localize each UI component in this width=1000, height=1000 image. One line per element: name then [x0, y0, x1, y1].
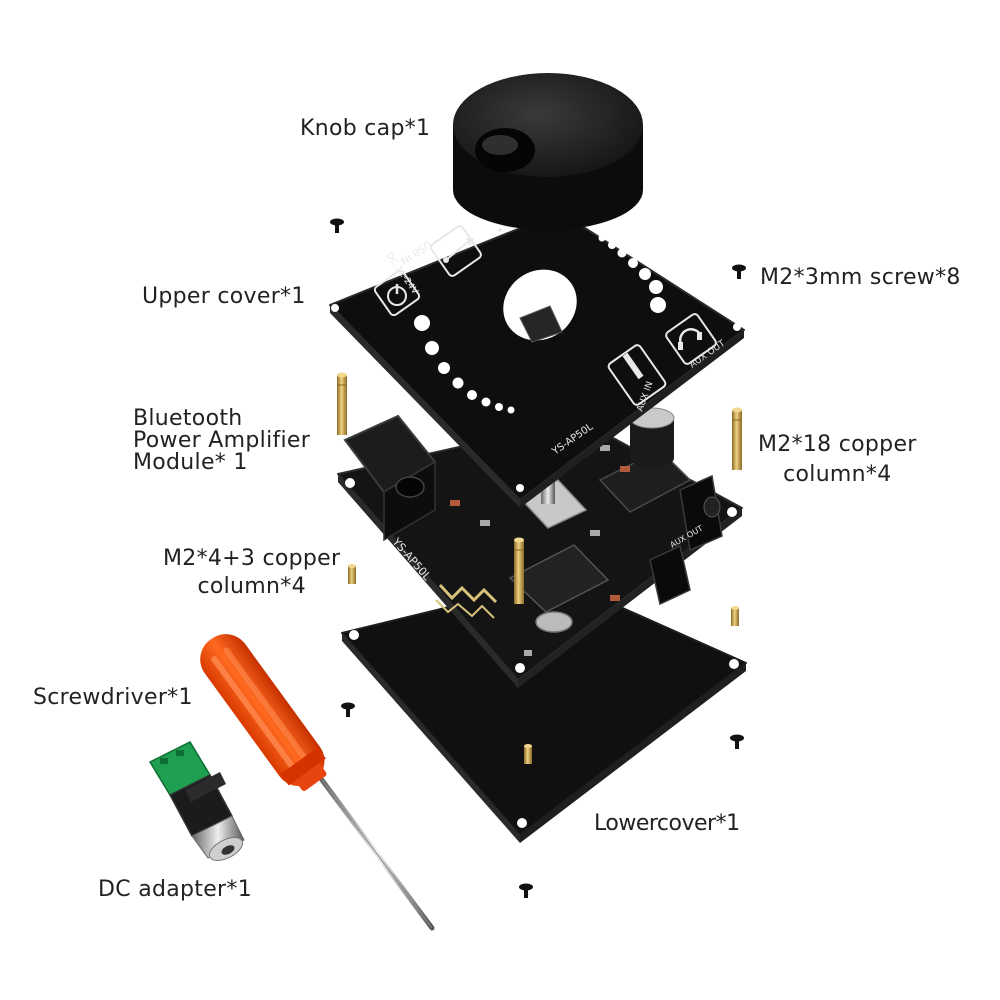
copper-column-long-3 [514, 537, 524, 604]
label-copper-column-4-3: M2*4+3 copper column*4 [163, 546, 341, 599]
copper-column-long-1 [337, 372, 347, 435]
label-dc-adapter: DC adapter*1 [98, 877, 252, 902]
screw-4 [730, 734, 744, 749]
knob-cap [453, 73, 643, 230]
lower-cover [341, 579, 747, 843]
label-bluetooth-module: Bluetooth Power Amplifier Module* 1 [133, 406, 311, 475]
screw-1 [330, 218, 344, 233]
power-icon [373, 269, 421, 317]
copper-column-short-2 [731, 606, 739, 626]
label-knob-cap: Knob cap*1 [300, 116, 431, 141]
label-screw: M2*3mm screw*8 [760, 265, 961, 290]
label-screwdriver: Screwdriver*1 [33, 685, 193, 710]
led-indicator-ring [414, 234, 666, 414]
screw-2 [732, 264, 746, 279]
dc-adapter [148, 741, 245, 861]
label-copper-column-18: M2*18 copper column*4 [758, 432, 917, 487]
aux-in-icon [607, 344, 667, 406]
label-lower-cover: Lowercover*1 [594, 811, 740, 836]
usb-icon [430, 225, 482, 277]
copper-column-short-3 [524, 744, 532, 764]
screw-3 [341, 702, 355, 717]
headphone-icon [665, 313, 717, 365]
screw-5 [519, 883, 533, 898]
label-upper-cover: Upper cover*1 [142, 284, 306, 309]
upper-cover: USB IN DC:12-24V AUX OUT AUX IN YS-AP50L [329, 211, 745, 508]
screwdriver [200, 634, 435, 931]
bluetooth-amplifier-module: YS-AP50L AUX OUT [337, 407, 743, 688]
copper-column-short-1 [348, 564, 356, 584]
copper-column-long-2 [732, 407, 742, 470]
usb-in-text: USB IN [398, 238, 432, 267]
